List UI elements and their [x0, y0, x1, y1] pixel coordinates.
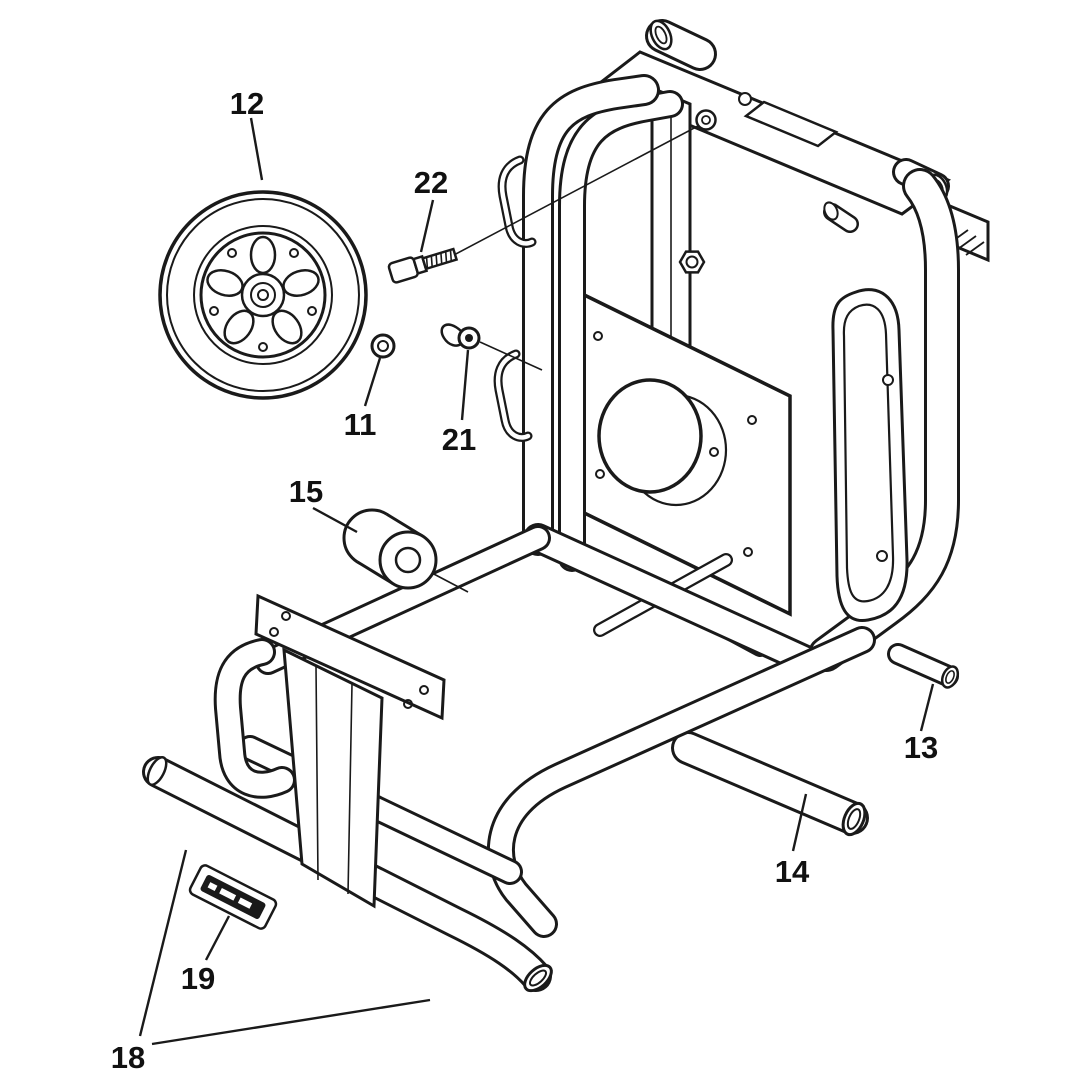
leader-18-a: [138, 849, 188, 1037]
leader-14: [791, 793, 808, 852]
wheel-part-12: [158, 190, 368, 400]
frame-top-left-stub: [645, 19, 717, 71]
leader-11: [363, 357, 382, 407]
leader-19: [204, 915, 231, 961]
callout-labels: 12 22 11 21 15 13 14 19 18: [111, 86, 938, 1075]
hex-nut: [678, 250, 706, 274]
frame-assembly-lower: [142, 593, 876, 993]
frame-front-foot-tube: [142, 756, 553, 993]
leader-22: [419, 199, 435, 253]
callout-12: 12: [230, 86, 264, 121]
cross-tube-part-14: [671, 731, 869, 837]
callout-11: 11: [344, 407, 377, 442]
frame-plate-peg: [823, 201, 859, 233]
frame-support-column: [282, 647, 384, 909]
callout-15: 15: [289, 474, 323, 509]
assembly-alignment-lines: [429, 125, 699, 593]
leader-21: [460, 349, 470, 421]
frame-side-guard: [831, 288, 909, 623]
callout-22: 22: [414, 165, 448, 200]
callout-14: 14: [775, 854, 810, 889]
support-pin-part-13: [887, 643, 960, 689]
leader-13: [919, 683, 935, 732]
leader-18-b: [151, 998, 431, 1046]
spring-hook-lower: [493, 349, 533, 442]
callout-13: 13: [904, 730, 938, 765]
retaining-clip-part-21: [440, 323, 481, 350]
leader-lines: [138, 117, 935, 1046]
callout-18: 18: [111, 1040, 145, 1075]
leader-12: [249, 117, 264, 181]
frame-right-tube: [808, 168, 960, 672]
callout-21: 21: [442, 422, 476, 457]
frame-mounting-plate: [254, 593, 446, 721]
frame-front-rail: [486, 626, 876, 938]
frame-panel: [564, 283, 792, 617]
frame-center-strut: [650, 85, 706, 353]
frame-left-loop-tube: [213, 638, 296, 799]
frame-assembly-upper: [255, 19, 990, 675]
nameplate-part-19: [188, 864, 278, 930]
leader-15: [312, 506, 358, 534]
callout-19: 19: [181, 961, 215, 996]
frame-top-plate: [593, 50, 952, 216]
spring-hook-upper: [497, 155, 537, 248]
washer-part-11: [370, 333, 396, 359]
roller-part-15: [342, 508, 438, 590]
hex-bolt-part-22: [387, 247, 459, 284]
